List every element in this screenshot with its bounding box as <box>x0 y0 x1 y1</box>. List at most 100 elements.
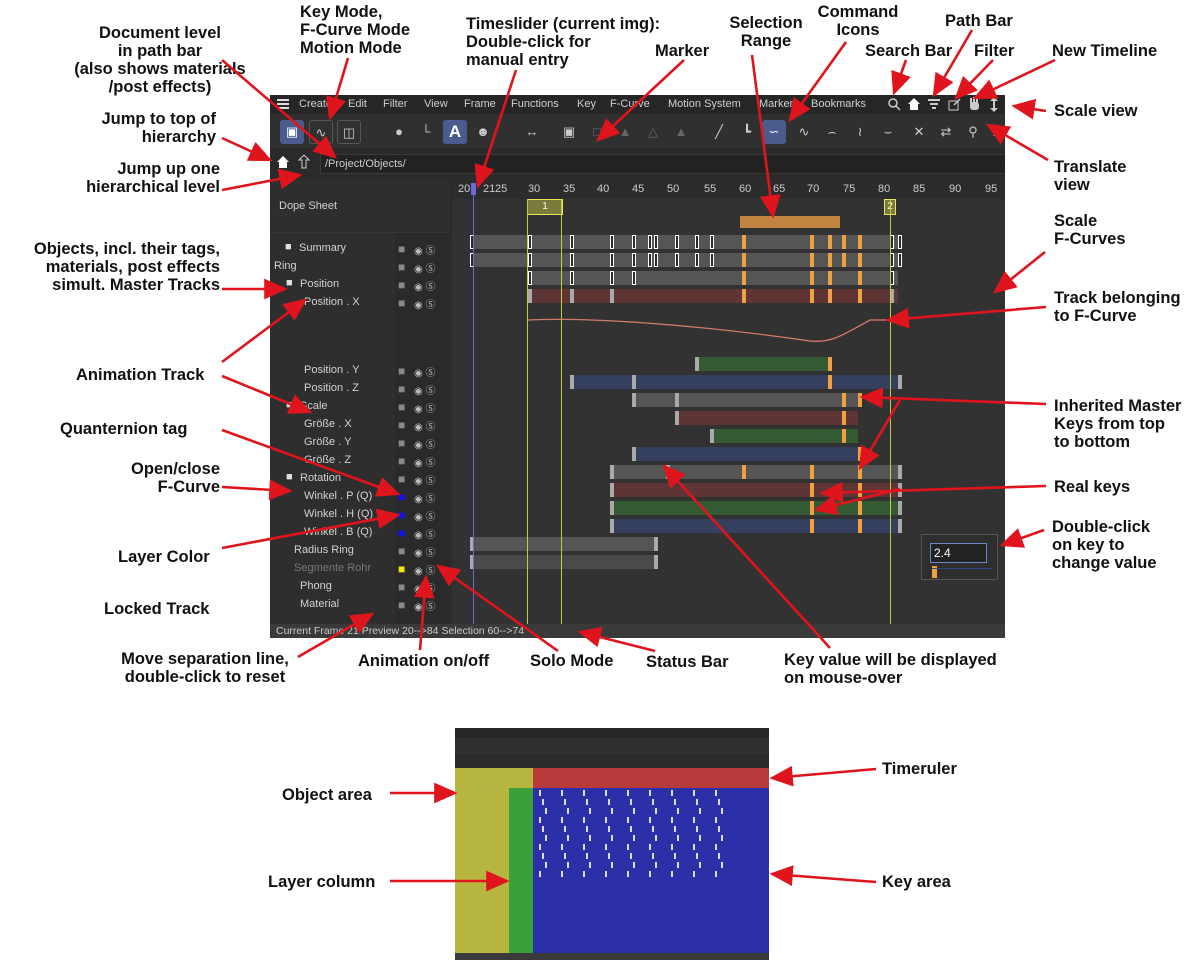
layer-color-icon[interactable]: ■ <box>398 562 406 576</box>
track-label[interactable]: Größe . X <box>304 418 352 430</box>
step-interp-icon[interactable]: ┗ <box>743 124 751 139</box>
track-label[interactable]: Position <box>300 278 340 290</box>
key[interactable] <box>858 519 862 533</box>
key[interactable] <box>858 253 862 267</box>
animation-track-bar[interactable] <box>470 537 654 551</box>
key[interactable] <box>570 253 574 267</box>
key[interactable] <box>675 253 679 267</box>
track-label[interactable]: Position . Z <box>304 382 360 394</box>
layer-color-icon[interactable]: ■ <box>398 260 406 274</box>
key[interactable] <box>675 235 679 249</box>
home-hierarchy-icon[interactable] <box>276 155 290 169</box>
key[interactable] <box>828 357 832 371</box>
key[interactable] <box>695 253 699 267</box>
key[interactable] <box>695 357 699 371</box>
new-timeline-icon[interactable] <box>948 98 961 111</box>
key[interactable] <box>710 235 714 249</box>
key[interactable] <box>610 519 614 533</box>
layer-color-icon[interactable]: ■ <box>398 598 406 612</box>
key[interactable] <box>654 537 658 551</box>
animation-solo-icon[interactable]: ◉ Ⓢ <box>414 282 436 293</box>
key[interactable] <box>898 235 902 249</box>
layer-color-icon[interactable]: ■ <box>398 278 406 292</box>
animation-track-bar[interactable] <box>470 555 654 569</box>
layer-color-icon[interactable]: ■ <box>398 382 406 396</box>
key[interactable] <box>828 375 832 389</box>
key[interactable] <box>858 271 862 285</box>
lock-tangent-icon[interactable]: ⚲ <box>968 124 978 139</box>
menu-motion-system[interactable]: Motion System <box>668 98 741 110</box>
ease-in-icon[interactable]: ⌢ <box>827 124 837 139</box>
home-icon[interactable] <box>907 97 921 111</box>
track-label[interactable]: Radius Ring <box>294 544 354 556</box>
animation-solo-icon[interactable]: ◉ Ⓢ <box>414 458 436 469</box>
key[interactable] <box>610 289 614 303</box>
key-value-field[interactable]: 2.4 <box>930 543 987 563</box>
track-label[interactable]: Phong <box>300 580 332 592</box>
sphere-icon[interactable]: ● <box>395 124 403 139</box>
key[interactable] <box>810 465 814 479</box>
menu-marker[interactable]: Marker <box>759 98 794 110</box>
pyramid-icon[interactable]: △ <box>648 124 658 139</box>
menu-view[interactable]: View <box>424 98 448 110</box>
animation-track-bar[interactable] <box>710 429 858 443</box>
menu-frame[interactable]: Frame <box>464 98 496 110</box>
layer-color-icon[interactable]: ■ <box>398 544 406 558</box>
track-label[interactable]: Summary <box>299 242 347 254</box>
key[interactable] <box>742 289 746 303</box>
key[interactable] <box>632 253 636 267</box>
key[interactable] <box>632 375 636 389</box>
key[interactable] <box>858 235 862 249</box>
bake-icon[interactable]: ▲ <box>674 124 688 139</box>
key[interactable] <box>632 393 636 407</box>
animation-solo-icon[interactable]: ◉ Ⓢ <box>414 422 436 433</box>
key[interactable] <box>654 235 658 249</box>
key[interactable] <box>570 235 574 249</box>
key[interactable] <box>710 429 714 443</box>
key[interactable] <box>632 447 636 461</box>
key[interactable] <box>898 465 902 479</box>
key[interactable] <box>610 465 614 479</box>
animation-solo-icon[interactable]: ◉ Ⓢ <box>414 476 436 487</box>
key[interactable] <box>898 519 902 533</box>
key[interactable] <box>842 411 846 425</box>
animation-track-bar[interactable] <box>675 411 858 425</box>
key[interactable] <box>810 235 814 249</box>
key[interactable] <box>810 253 814 267</box>
key[interactable] <box>828 271 832 285</box>
animation-solo-icon[interactable]: ◉ Ⓢ <box>414 494 436 505</box>
menu-bookmarks[interactable]: Bookmarks <box>811 98 867 110</box>
track-label[interactable]: Position . Y <box>304 364 360 376</box>
animation-solo-icon[interactable]: ◉ Ⓢ <box>414 548 436 559</box>
key[interactable] <box>632 271 636 285</box>
menu-functions[interactable]: Functions <box>511 98 559 110</box>
filter-icon[interactable] <box>927 98 941 111</box>
key[interactable] <box>828 253 832 267</box>
menu-edit[interactable]: Edit <box>348 98 367 110</box>
key[interactable] <box>610 501 614 515</box>
animation-track-bar[interactable] <box>632 447 858 461</box>
hamburger-menu-icon[interactable] <box>277 99 289 109</box>
layer-color-icon[interactable]: ■ <box>398 472 406 486</box>
menu-create[interactable]: Create <box>299 98 333 110</box>
animation-track-bar[interactable] <box>528 289 898 303</box>
animation-track-bar[interactable] <box>528 271 898 285</box>
menu-key[interactable]: Key <box>577 98 596 110</box>
animation-solo-icon[interactable]: ◉ Ⓢ <box>414 246 436 257</box>
key[interactable] <box>810 289 814 303</box>
key[interactable] <box>675 411 679 425</box>
ease-out-icon[interactable]: ⌣ <box>883 124 893 139</box>
animation-solo-icon[interactable]: ◉ Ⓢ <box>414 512 436 523</box>
key[interactable] <box>858 501 862 515</box>
key[interactable] <box>695 235 699 249</box>
animation-solo-icon[interactable]: ◉ Ⓢ <box>414 368 436 379</box>
layer-color-icon[interactable]: ■ <box>398 490 406 504</box>
key[interactable] <box>654 253 658 267</box>
key[interactable] <box>858 289 862 303</box>
track-label[interactable]: Winkel . H (Q) <box>304 508 374 520</box>
search-icon[interactable] <box>888 98 901 111</box>
key[interactable] <box>742 235 746 249</box>
animation-solo-icon[interactable]: ◉ Ⓢ <box>414 264 436 275</box>
key[interactable] <box>842 393 846 407</box>
animation-solo-icon[interactable]: ◉ Ⓢ <box>414 530 436 541</box>
